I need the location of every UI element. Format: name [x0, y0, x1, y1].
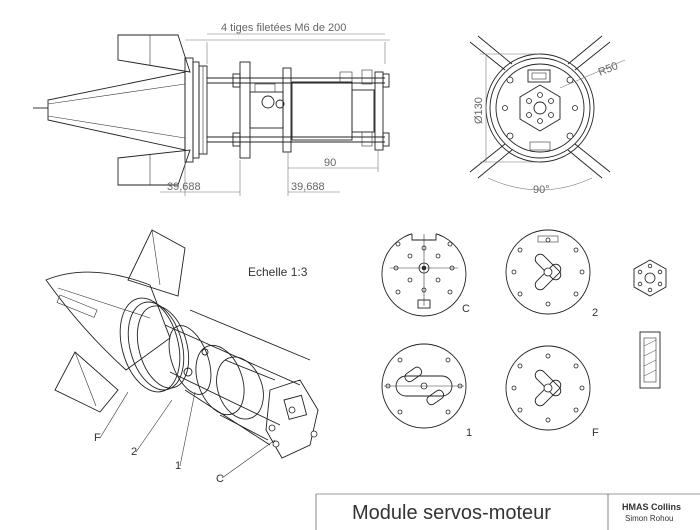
dim-39-left: 39,688: [167, 181, 201, 193]
scale-label: Echelle 1:3: [248, 265, 308, 279]
rods-annotation: 4 tiges filetées M6 de 200: [221, 22, 346, 34]
servo-block: [249, 91, 284, 129]
side-bracket: [639, 331, 661, 389]
iso-callout-1: 1: [175, 460, 181, 472]
plate-c-label: C: [462, 303, 470, 315]
motor-body: [291, 81, 353, 141]
plate-2-side: [282, 67, 292, 153]
angle-label: 90°: [533, 184, 550, 196]
fin-bottom: [117, 149, 191, 186]
nose-cone: [47, 71, 186, 151]
dim-39-right: 39,688: [291, 181, 325, 193]
drawing-title: Module servos-moteur: [352, 502, 551, 524]
plate-1: [381, 343, 467, 429]
iso-end-plate: [265, 379, 319, 459]
plate-2-label: 2: [592, 307, 598, 319]
iso-nose-cone: [45, 271, 171, 371]
plate-2: [505, 229, 591, 315]
iso-callout-f: F: [94, 432, 101, 444]
diameter-label: Ø130: [473, 97, 485, 124]
plate-c-side: [374, 71, 384, 151]
iso-callout-c: C: [216, 473, 224, 485]
org-name: HMAS Collins: [622, 502, 681, 512]
plate-1-side: [239, 61, 251, 159]
iso-fin-top: [127, 229, 186, 297]
hex-part: [633, 259, 667, 297]
hex-plate: [519, 84, 561, 132]
iso-fin-bottom: [54, 351, 119, 413]
plate-1-label: 1: [466, 427, 472, 439]
plate-c: [381, 228, 467, 317]
connector: [527, 69, 551, 83]
front-view: [469, 35, 626, 191]
fin-top: [117, 34, 191, 73]
plate-f-label: F: [592, 427, 599, 439]
side-view: [33, 33, 390, 196]
radius-label: R50: [597, 60, 620, 79]
flange-ring: [184, 57, 194, 163]
dim-90: 90: [324, 157, 336, 169]
isometric-view: [45, 229, 319, 479]
plate-f: [505, 345, 591, 431]
iso-callout-2: 2: [131, 446, 137, 458]
author-name: Simon Rohou: [625, 514, 673, 523]
title-block: [315, 493, 700, 530]
